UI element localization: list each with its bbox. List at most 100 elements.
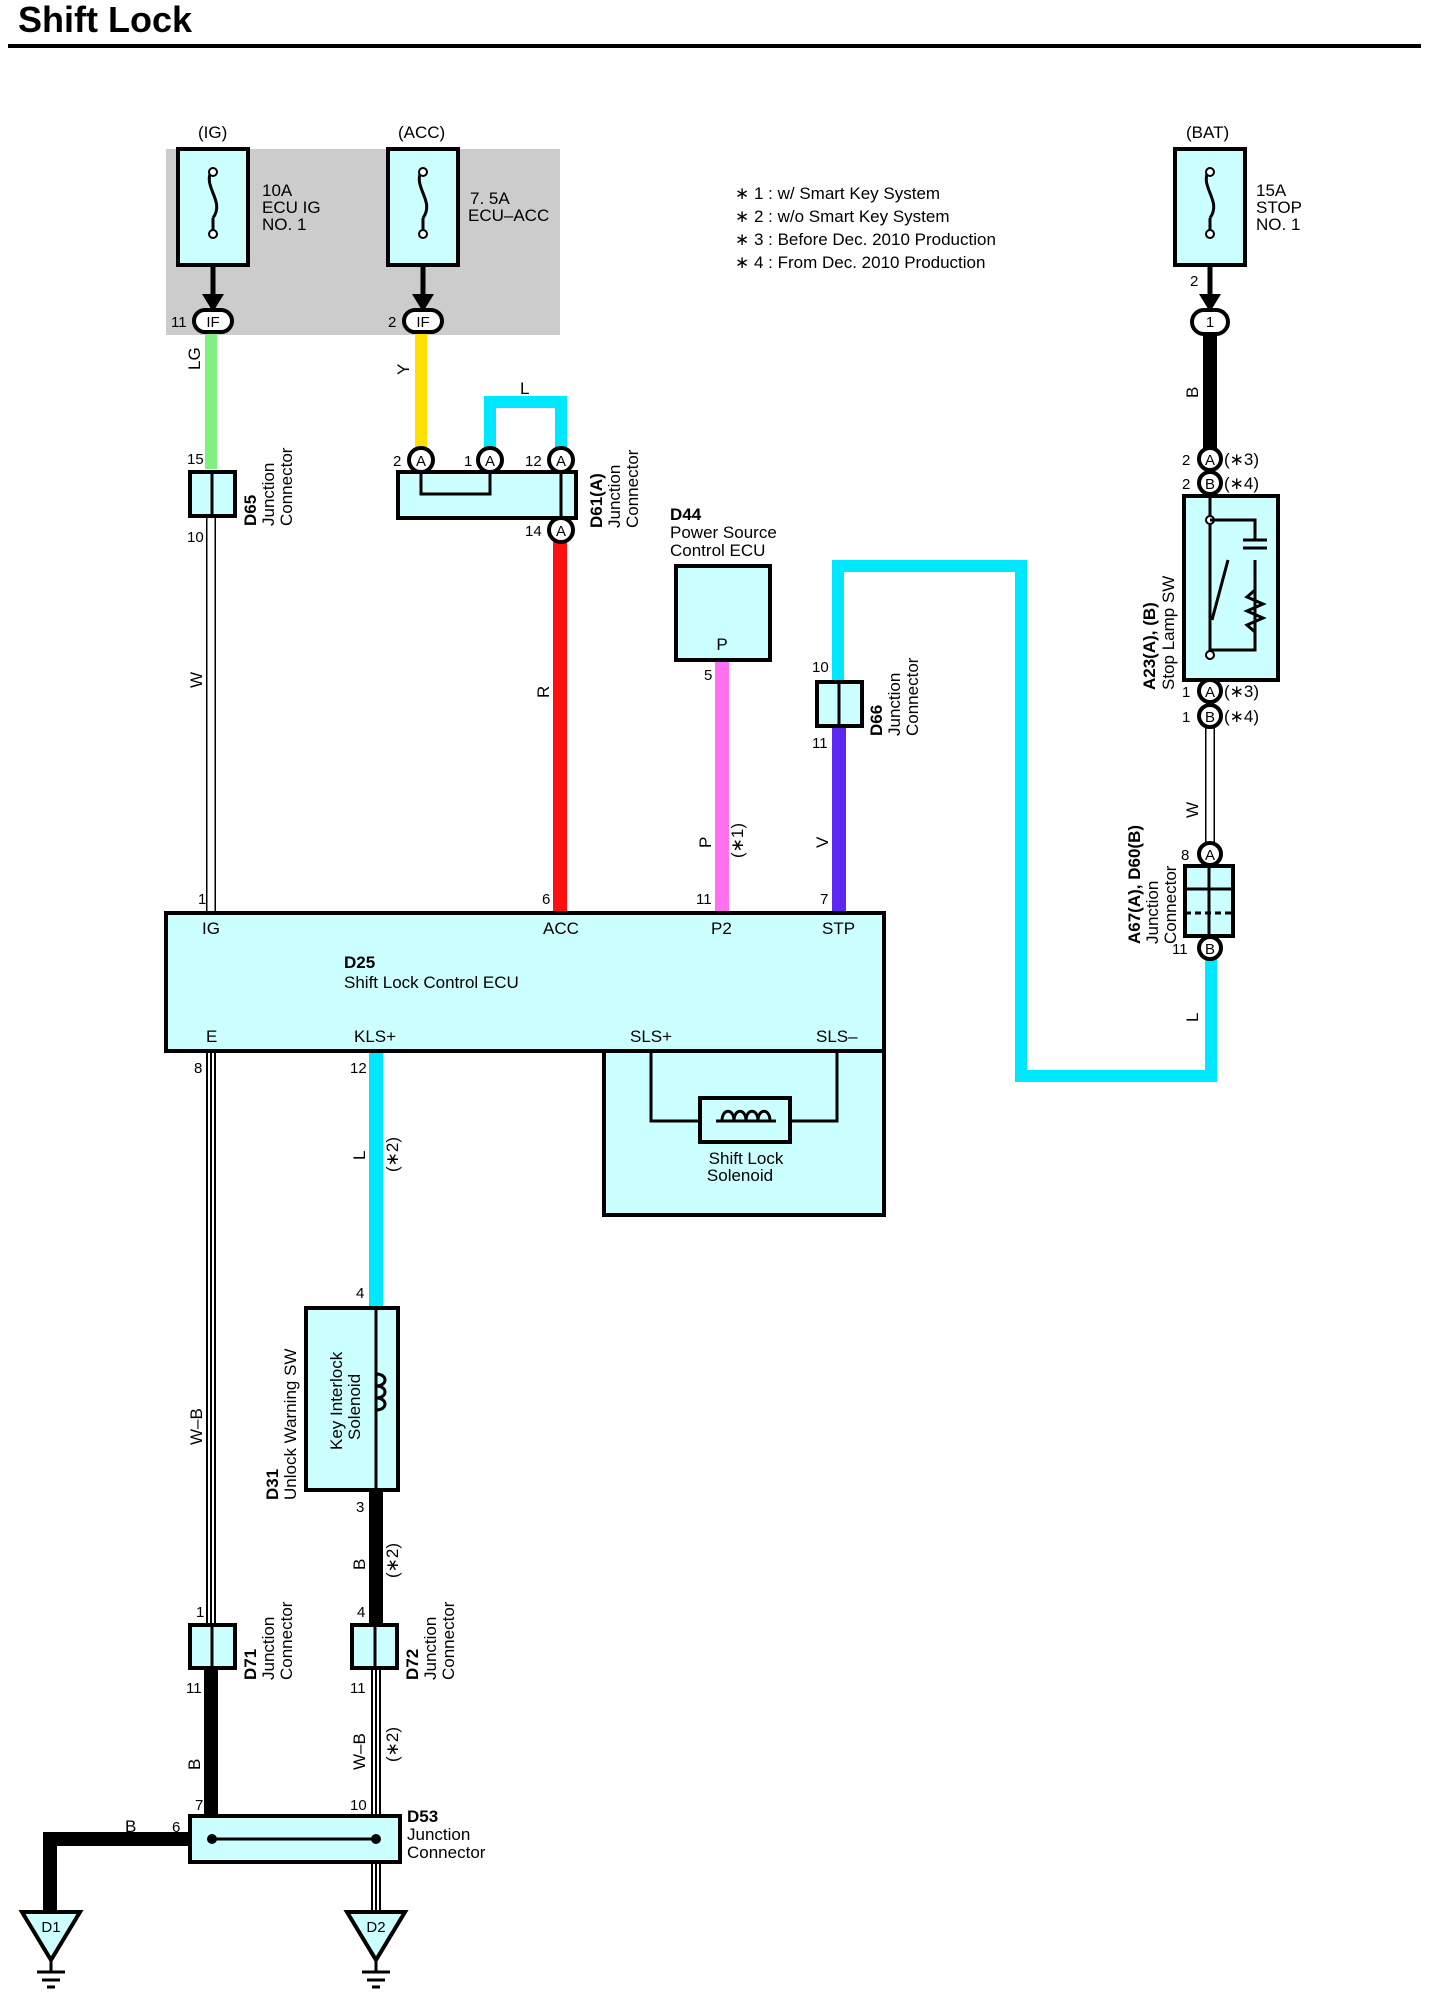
fuse-ecu-ig: (IG) IF 11 10A ECU IG NO. 1	[171, 123, 321, 334]
ground-d2: D2	[343, 1910, 409, 1989]
connector-d65: 15 10 D65 Junction Connector	[187, 447, 296, 546]
wire-lg	[205, 333, 217, 469]
wire-label-wb-left: W–B	[187, 1408, 206, 1445]
d31-pin-top: 4	[356, 1285, 364, 1302]
fuse-ig-pin: 11	[171, 314, 187, 331]
a67-pin-top: 8	[1181, 847, 1189, 864]
tag-s2-mid: (∗2)	[383, 1543, 402, 1578]
d53-id: D53	[407, 1807, 438, 1826]
d25-name: Shift Lock Control ECU	[344, 973, 519, 992]
a23-pin-bottom-a: 1	[1182, 684, 1190, 701]
solenoid-l1: Shift Lock	[709, 1149, 784, 1168]
ground-d1: D1	[18, 1910, 84, 1989]
a23-tag-s3-top: (∗3)	[1224, 450, 1259, 469]
d72-pin-bottom: 11	[350, 1680, 366, 1697]
fuse-ig-conn: IF	[206, 314, 219, 331]
d25-pin-acc: 6	[542, 891, 550, 908]
d71-id: D71	[241, 1649, 260, 1680]
d31-id: D31	[263, 1469, 282, 1500]
d61-letter-a1: A	[416, 453, 426, 470]
d44-term: P	[716, 635, 727, 654]
fuse-ig-supply: (IG)	[198, 123, 227, 142]
wire-label-l-right: L	[1183, 1013, 1202, 1022]
d65-id: D65	[241, 495, 260, 526]
tag-s2-kls: (∗2)	[383, 1137, 402, 1172]
d71-pin-bottom: 11	[186, 1680, 202, 1697]
wire-label-b-ground: B	[125, 1817, 136, 1836]
connector-d72: 4 11 D72 Junction Connector	[350, 1601, 458, 1697]
d66-pin-top: 10	[812, 659, 829, 676]
a23-pin-bottom-b: 1	[1182, 709, 1190, 726]
d66-l2: Connector	[903, 657, 922, 736]
d25-term-sls-minus: SLS–	[816, 1027, 858, 1046]
wire-label-b-d71: B	[185, 1759, 204, 1770]
d72-pin-top: 4	[357, 1604, 365, 1621]
note-2: ∗ 2 : w/o Smart Key System	[735, 207, 950, 226]
d65-l1: Junction	[259, 463, 278, 526]
wire-l-loop	[484, 396, 567, 458]
d25-term-e: E	[206, 1027, 217, 1046]
d53-l1: Junction	[407, 1825, 470, 1844]
a23-letter-b-top: B	[1205, 476, 1215, 493]
d71-l2: Connector	[277, 1601, 296, 1680]
fuse-ig-name1: ECU IG	[262, 198, 321, 217]
d31-s1: Key Interlock	[327, 1351, 346, 1450]
ground-d1-label: D1	[41, 1919, 60, 1936]
fuse-ecu-acc: (ACC) IF 2 7. 5A ECU–ACC	[386, 123, 549, 334]
connector-d61: A A A A 2 1 12 14 D61(A) Junction Connec…	[393, 446, 642, 544]
d72-l2: Connector	[439, 1601, 458, 1680]
d66-pin-bottom: 11	[812, 735, 828, 752]
fuse-acc-pin: 2	[388, 314, 396, 331]
a23-tag-s4-bottom: (∗4)	[1224, 707, 1259, 726]
d25-term-ig: IG	[202, 919, 220, 938]
wire-label-y: Y	[394, 364, 413, 375]
wire-label-wb-d72: W–B	[350, 1733, 369, 1770]
a23-letter-a-bottom: A	[1205, 684, 1215, 701]
connector-d66: 10 11 D66 Junction Connector	[812, 657, 922, 752]
d25-term-stp: STP	[822, 919, 855, 938]
wire-label-b-right: B	[1183, 387, 1202, 398]
wire-b-ground	[43, 1832, 190, 1912]
wire-label-lg: LG	[185, 347, 204, 370]
d44-l2: Control ECU	[670, 541, 765, 560]
switch-d31-unlock-warning: 4 Key Interlock Solenoid 3 D31 Unlock Wa…	[263, 1285, 400, 1516]
fuse-acc-rating: 7. 5A	[470, 189, 510, 208]
d25-pin-p2: 11	[696, 891, 712, 908]
d53-l2: Connector	[407, 1843, 486, 1862]
d65-l2: Connector	[277, 447, 296, 526]
d53-pin-6: 6	[172, 1819, 180, 1836]
connector-d53: 7 10 6 D53 Junction Connector	[172, 1797, 486, 1864]
d72-l1: Junction	[421, 1617, 440, 1680]
ecu-d25-shift-lock: 1 6 11 7 IG ACC P2 STP D25 Shift Lock Co…	[164, 891, 886, 1077]
a23-letter-b-bottom: B	[1205, 709, 1215, 726]
wire-label-r: R	[534, 686, 553, 698]
a67-letter-a: A	[1205, 847, 1215, 864]
wire-b-mid	[369, 1490, 383, 1625]
d61-letter-a4: A	[556, 523, 566, 540]
fuse-bat-name1: STOP	[1256, 198, 1302, 217]
d72-id: D72	[403, 1649, 422, 1680]
wire-label-l-top: L	[520, 379, 529, 398]
wire-b-d71	[204, 1668, 218, 1816]
fuse-bat-name2: NO. 1	[1256, 215, 1300, 234]
page-title: Shift Lock	[18, 0, 193, 40]
d31-l1: Unlock Warning SW	[281, 1349, 300, 1500]
d53-pin-7: 7	[195, 1797, 203, 1814]
a23-id: A23(A), (B)	[1140, 602, 1159, 690]
a67-letter-b: B	[1205, 941, 1215, 958]
d66-id: D66	[867, 705, 886, 736]
connector-a67-d60: A 8 B 11 A67(A), D60(B) Junction Connect…	[1125, 825, 1235, 961]
d25-pin-ig: 1	[198, 891, 206, 908]
fuse-stop: (BAT) 1 2 15A STOP NO. 1	[1173, 123, 1302, 336]
fuse-acc-conn: IF	[416, 314, 429, 331]
wire-l-kls	[369, 1052, 383, 1308]
d44-pin: 5	[704, 667, 712, 684]
d44-l1: Power Source	[670, 523, 777, 542]
d65-pin-top: 15	[187, 451, 204, 468]
a67-id: A67(A), D60(B)	[1125, 825, 1144, 944]
switch-a23-stop-lamp: A B 2 2 (∗3) (∗4) A B 1 1 (∗3) (∗4) A23(…	[1140, 446, 1280, 729]
d25-id: D25	[344, 953, 375, 972]
fuse-bat-supply: (BAT)	[1186, 123, 1229, 142]
connector-d71: 1 11 D71 Junction Connector	[186, 1601, 296, 1697]
note-1: ∗ 1 : w/ Smart Key System	[735, 184, 940, 203]
